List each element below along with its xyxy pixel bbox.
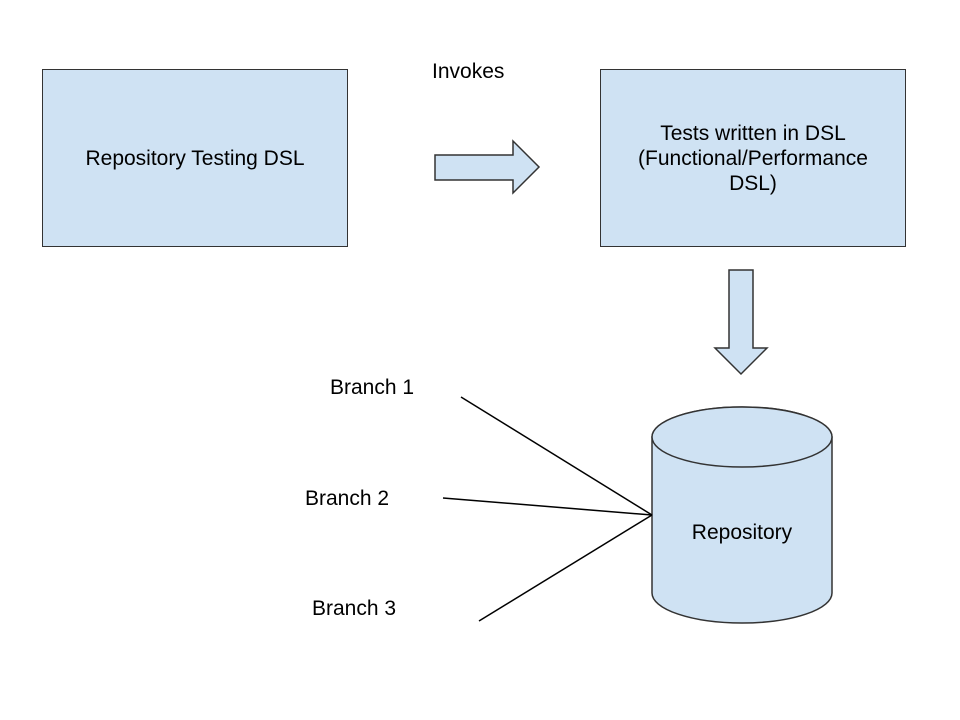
branch-1-line <box>460 396 653 516</box>
branch-1-label: Branch 1 <box>330 376 415 399</box>
tests-box-line-3: DSL) <box>729 171 777 195</box>
down-arrow <box>713 269 769 376</box>
tests-box-line-1: Tests written in DSL <box>660 121 846 145</box>
branch-2-line <box>442 497 653 516</box>
repository-testing-dsl-label: Repository Testing DSL <box>85 146 305 170</box>
tests-box-line-2: (Functional/Performance <box>638 146 868 170</box>
tests-written-in-dsl-box: Tests written in DSL (Functional/Perform… <box>600 69 906 247</box>
branch-3-line <box>478 514 653 622</box>
branch-3-label: Branch 3 <box>312 597 397 620</box>
cylinder-top <box>651 406 833 468</box>
repository-cylinder <box>651 406 833 624</box>
repository-testing-dsl-box: Repository Testing DSL <box>42 69 348 247</box>
invokes-arrow <box>434 139 541 195</box>
cylinder-body <box>651 406 833 624</box>
branch-2-label: Branch 2 <box>305 487 390 510</box>
invokes-label: Invokes <box>432 60 505 83</box>
repository-label: Repository <box>691 521 793 544</box>
